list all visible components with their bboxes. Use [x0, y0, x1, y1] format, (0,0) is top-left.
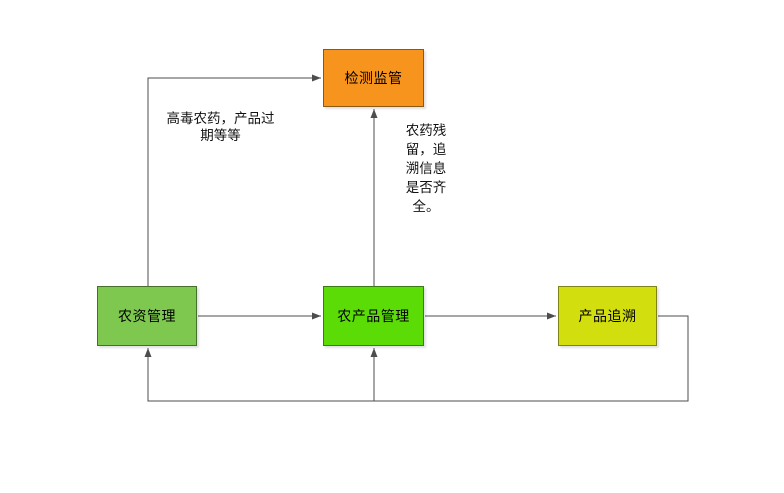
edge-label-pesticide-residue: 农药残 留，追 溯信息 是否齐 全。	[405, 123, 447, 215]
node-agri-products-management: 农产品管理	[323, 286, 424, 346]
node-detection-supervision-label: 检测监管	[344, 71, 403, 87]
node-agri-products-management-label: 农产品管理	[337, 309, 410, 325]
node-agri-materials-management: 农资管理	[97, 286, 197, 346]
edge-materials-to-detection	[147, 74, 321, 286]
edge-label-toxic-pesticides: 高毒农药，产品过 期等等	[166, 111, 275, 144]
node-product-traceability: 产品追溯	[558, 286, 657, 346]
node-agri-materials-management-label: 农资管理	[118, 309, 176, 325]
edge-traceability-to-materials	[144, 315, 689, 402]
node-product-traceability-label: 产品追溯	[578, 309, 637, 325]
node-detection-supervision: 检测监管	[323, 49, 424, 107]
